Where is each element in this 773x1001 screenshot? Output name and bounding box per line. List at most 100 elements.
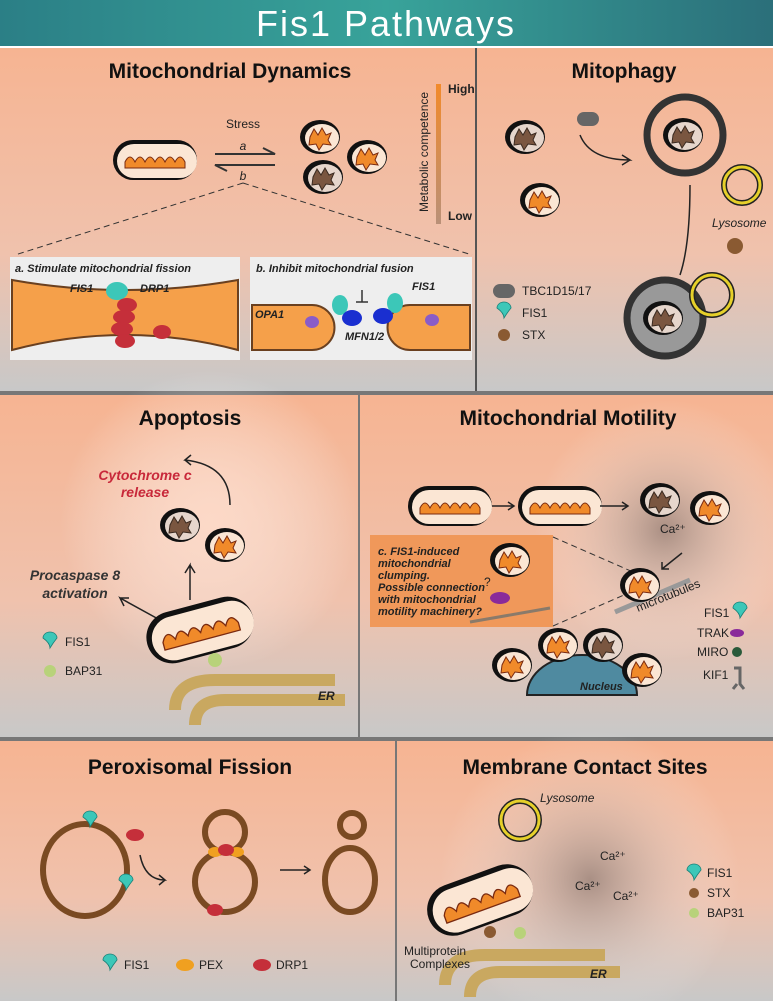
tbc1d15-protein: [577, 112, 599, 126]
svg-text:clumping.: clumping.: [378, 570, 430, 582]
mitochondrion: [407, 485, 493, 527]
daughter-peroxisome: [337, 810, 367, 840]
er-label: ER: [590, 967, 607, 981]
lysosome-label: Lysosome: [540, 791, 595, 805]
lysosome-label: Lysosome: [712, 216, 767, 230]
autophagosome: [643, 93, 727, 177]
panel-title: Mitochondrial Motility: [460, 407, 677, 430]
panel-title: Membrane Contact Sites: [462, 756, 707, 779]
svg-text:Possible connection: Possible connection: [378, 582, 485, 594]
mitochondrion: [519, 182, 561, 218]
legend-kif1: KIF1: [703, 668, 729, 682]
scale-low: Low: [448, 209, 473, 223]
legend-fis1: FIS1: [124, 958, 150, 972]
mitochondrion: [621, 652, 663, 688]
scale-label: Metabolic competence: [417, 92, 431, 212]
inset-fission: a. Stimulate mitochondrial fission FIS1 …: [10, 257, 240, 360]
mitochondrion: [159, 507, 201, 543]
svg-text:motility machinery?: motility machinery?: [378, 606, 482, 618]
calcium-label: Ca²⁺: [575, 879, 601, 893]
stress-label: Stress: [226, 117, 260, 131]
er-membrane: [169, 674, 345, 726]
drp1: [126, 829, 144, 841]
procaspase-label: Procaspase 8: [30, 567, 120, 583]
cytochrome-c-label: Cytochrome c: [98, 467, 192, 483]
bap31-protein: [208, 653, 222, 667]
mitochondrion: [204, 527, 246, 563]
legend-trak: TRAK: [697, 626, 729, 640]
scale-high: High: [448, 82, 475, 96]
question-mark: ?: [484, 575, 491, 589]
inset-fusion: b. Inhibit mitochondrial fusion OPA1 FIS…: [250, 257, 472, 360]
mfn-label: MFN1/2: [345, 331, 384, 343]
legend-tbc1d15: TBC1D15/17: [522, 284, 592, 298]
legend-bap31-icon: [689, 908, 699, 918]
clumping-inset-text: c. FIS1-induced mitochondrial clumping. …: [378, 546, 485, 618]
fragmented-mitochondrion: [299, 119, 341, 155]
trak-protein: [490, 592, 510, 604]
legend-fis1: FIS1: [704, 606, 730, 620]
multiprotein-complexes-label-2: Complexes: [410, 957, 470, 971]
zoom-lines: [14, 182, 473, 256]
legend-bap31: BAP31: [65, 664, 103, 678]
panel-peroxisomal-fission: Peroxisomal Fission FIS1 PEX DRP1: [40, 756, 378, 972]
legend-kif1-icon: [731, 666, 746, 690]
panel-mitochondrial-motility: Mitochondrial Motility Ca²⁺ c. FIS1-indu…: [370, 400, 773, 696]
arrow-b-label: b: [240, 169, 247, 183]
panel-mitophagy: Mitophagy Lysosome TBC1D15/17 FIS1 STX: [493, 60, 767, 360]
arrow: [579, 134, 633, 166]
legend-pex-icon: [176, 959, 194, 971]
panel-title: Peroxisomal Fission: [88, 756, 292, 779]
fragmented-mitochondrion: [639, 482, 681, 518]
mitochondrion: [537, 627, 579, 663]
mitochondrion: [491, 647, 533, 683]
legend-stx: STX: [522, 328, 545, 342]
legend-tbc1d15-icon: [493, 284, 515, 298]
lysosome: [499, 799, 541, 841]
legend-stx-icon: [689, 888, 699, 898]
calcium-label: Ca²⁺: [600, 849, 626, 863]
fis1-label: FIS1: [70, 283, 93, 295]
er-label: ER: [318, 689, 335, 703]
panel-mitochondrial-dynamics: Mitochondrial Dynamics Stress a b High L…: [10, 60, 475, 360]
arrow-a-label: a: [240, 139, 247, 153]
metabolic-scale-bar: [436, 84, 441, 224]
procaspase-activation-label: activation: [42, 585, 107, 601]
calcium-label: Ca²⁺: [613, 889, 639, 903]
daughter-peroxisome: [322, 845, 378, 915]
title-bar: [0, 0, 773, 46]
svg-text:mitochondrial: mitochondrial: [378, 558, 452, 570]
legend-bap31-icon: [44, 665, 56, 677]
fused-mitochondrion: [112, 139, 198, 181]
fis1-protein: [106, 282, 128, 300]
mitochondrion: [582, 627, 624, 663]
main-title: Fis1 Pathways: [256, 3, 516, 44]
drp1-ring: [111, 298, 171, 348]
legend-fis1: FIS1: [707, 866, 733, 880]
er-membrane: [439, 949, 620, 998]
inset-title: a. Stimulate mitochondrial fission: [15, 263, 191, 275]
svg-text:c. FIS1-induced: c. FIS1-induced: [378, 546, 460, 558]
lysosome: [722, 165, 762, 205]
fis1-label: FIS1: [412, 281, 435, 293]
cytochrome-c-release-label: release: [121, 484, 169, 500]
mitochondrion: [517, 485, 603, 527]
legend-pex: PEX: [199, 958, 223, 972]
legend-drp1: DRP1: [276, 958, 308, 972]
legend-drp1-icon: [253, 959, 271, 971]
calcium-label: Ca²⁺: [660, 522, 686, 536]
svg-text:with mitochondrial: with mitochondrial: [378, 594, 477, 606]
legend-stx-icon: [498, 329, 510, 341]
panel-membrane-contact-sites: Membrane Contact Sites Lysosome Ca²⁺ Ca²…: [404, 730, 745, 1001]
legend-fis1: FIS1: [65, 635, 91, 649]
panel-apoptosis: Apoptosis Cytochrome c release Procaspas…: [30, 370, 360, 726]
nucleus-label: Nucleus: [580, 681, 623, 693]
fragmented-mitochondrion: [346, 139, 388, 175]
degraded-mitochondrion: [642, 300, 684, 336]
inset-title: b. Inhibit mitochondrial fusion: [256, 263, 414, 275]
peroxisome: [40, 821, 130, 919]
panel-title: Mitochondrial Dynamics: [109, 60, 352, 83]
panel-title: Mitophagy: [572, 60, 677, 83]
legend-trak-icon: [730, 629, 744, 637]
